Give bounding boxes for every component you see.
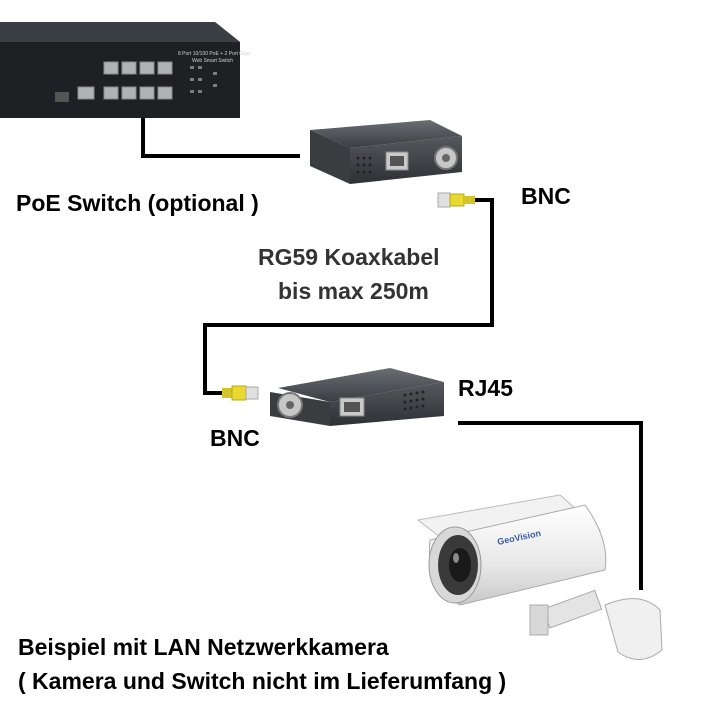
- switch-ports: [77, 61, 173, 100]
- coax-distance-label: bis max 250m: [278, 278, 429, 304]
- switch-to-extender-cable: [141, 118, 300, 158]
- network-camera: GeoVision: [416, 494, 663, 660]
- extender-top: [310, 120, 462, 184]
- bnc-top-label: BNC: [521, 183, 571, 209]
- bnc-connector-top: [437, 192, 475, 208]
- poe-switch: 8 Port 10/100 PoE + 2 Port Giga Web Smar…: [0, 22, 250, 118]
- sfp-slot: [55, 92, 69, 102]
- camera-mount-arm: [542, 589, 603, 629]
- example-caption-line1: Beispiel mit LAN Netzwerkkamera: [18, 634, 389, 660]
- extender-bottom: [270, 368, 444, 426]
- bnc-connector-bottom: [222, 385, 259, 401]
- poe-switch-label: PoE Switch (optional ): [16, 190, 259, 216]
- coax-cable: [203, 198, 494, 395]
- camera-wall-plate: [604, 598, 663, 660]
- rj45-to-camera-cable: [458, 421, 643, 590]
- example-caption-line2: ( Kamera und Switch nicht im Lieferumfan…: [18, 668, 507, 694]
- coax-cable-label: RG59 Koaxkabel: [258, 244, 440, 270]
- bnc-bottom-label: BNC: [210, 425, 260, 451]
- switch-model-text: 8 Port 10/100 PoE + 2 Port Giga: [178, 51, 250, 57]
- cable-lines: [141, 118, 643, 590]
- switch-sub-text: Web Smart Switch: [192, 58, 233, 64]
- rj45-label: RJ45: [458, 375, 513, 401]
- camera-lens: [449, 548, 471, 582]
